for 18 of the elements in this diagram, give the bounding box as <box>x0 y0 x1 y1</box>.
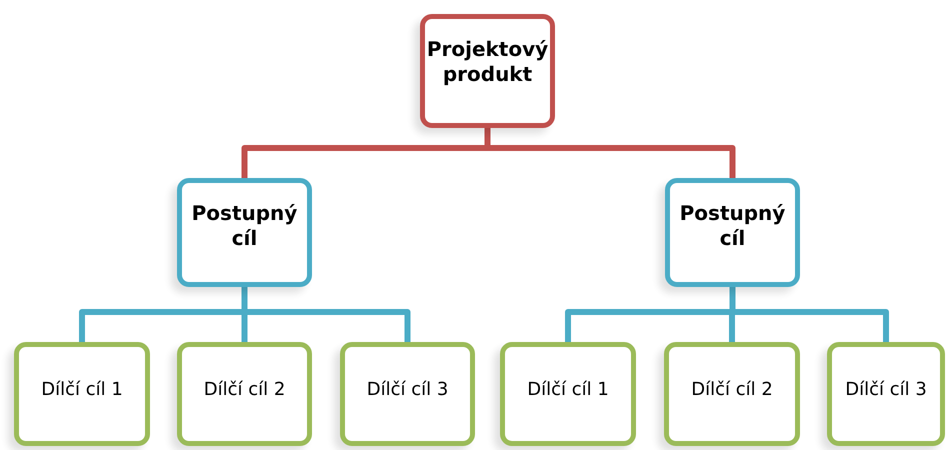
node-label: Dílčí cíl 3 <box>845 379 927 402</box>
subgoal-box <box>827 342 945 446</box>
node-label: Dílčí cíl 2 <box>691 379 773 402</box>
subgoal-box <box>177 342 312 446</box>
root-box <box>420 14 555 128</box>
node-label: Postupný cíl <box>190 201 298 251</box>
subgoal-box <box>340 342 475 446</box>
node-label: Dílčí cíl 1 <box>41 379 123 402</box>
subgoal-box <box>500 342 636 446</box>
node-label: Dílčí cíl 3 <box>366 379 448 402</box>
node-label: Dílčí cíl 1 <box>527 379 609 402</box>
subgoal-box <box>14 342 150 446</box>
node-label: Projektový produkt <box>426 37 548 87</box>
goal-box <box>177 178 312 287</box>
node-label: Postupný cíl <box>678 201 786 251</box>
subgoal-box <box>664 342 800 446</box>
goal-box <box>665 178 800 287</box>
node-label: Dílčí cíl 2 <box>204 379 286 402</box>
